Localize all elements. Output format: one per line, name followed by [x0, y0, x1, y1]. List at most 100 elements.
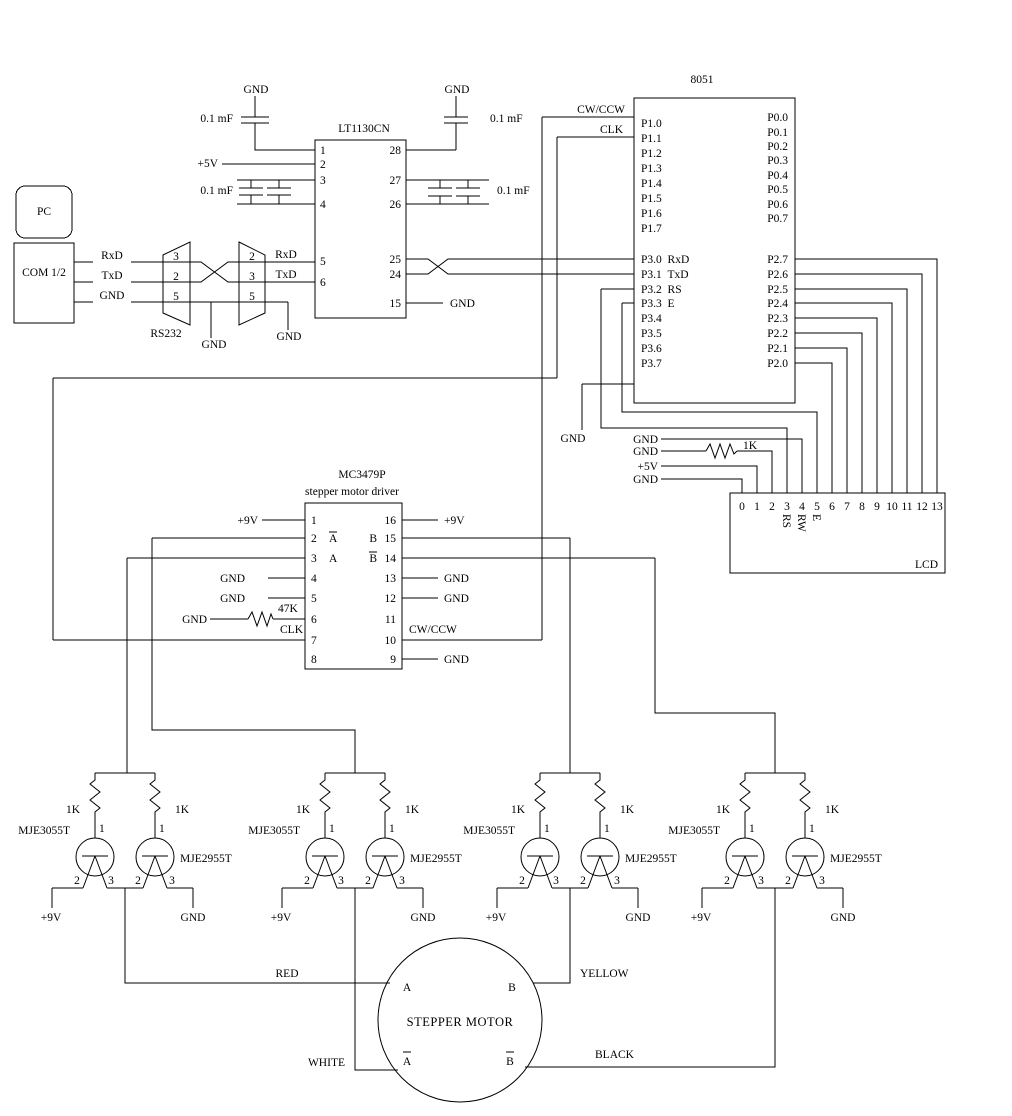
lcd-section: GND GND 1K +5V GND 0 1 2 3 4 5 6 7 8 9 1… [633, 434, 946, 574]
wire-yellow-label: YELLOW [580, 968, 629, 980]
lt1130-pin6: 6 [320, 277, 326, 289]
pair3-npn-label: MJE3055T [463, 825, 515, 837]
pair3-pin1b: 1 [604, 823, 610, 835]
lcd-gnd-contrast-label: GND [633, 446, 658, 458]
lt1130-mcu-crossover-wires [406, 258, 634, 275]
lt1130-pin2: 2 [320, 159, 326, 171]
driver-mc3479p-section: MC3479P stepper motor driver 1 2 3 4 5 6… [126, 469, 776, 773]
lcd-pin-1: 1 [754, 501, 760, 513]
pair2-r1-label: 1K [296, 804, 311, 816]
serial-wires [74, 261, 315, 338]
pair4-npn-label: MJE3055T [668, 825, 720, 837]
rs232-txd-label: TxD [275, 269, 296, 281]
wire-black-label: BLACK [595, 1049, 635, 1061]
driver-a-label: A [329, 553, 338, 565]
cap3-gnd-label: GND [445, 84, 470, 96]
driver-gnd-p5-label: GND [220, 593, 245, 605]
driver-pin12: 12 [385, 593, 397, 605]
pair3-r1-label: 1K [511, 804, 526, 816]
pair1-pin1b: 1 [159, 823, 165, 835]
lcd-gnd0-label: GND [633, 474, 658, 486]
conn2-pin3-label: 3 [249, 271, 255, 283]
motor-a-label: A [403, 982, 412, 994]
driver-pin13: 13 [385, 573, 397, 585]
pair4-resistors [739, 773, 811, 838]
conn1-pin3-label: 3 [173, 251, 179, 263]
pair3-pin3b: 3 [614, 875, 620, 887]
com-gnd-label: GND [100, 290, 125, 302]
mcu-p1-7: P1.7 [641, 223, 662, 235]
mcu-p3-3: P3.3 E [641, 298, 675, 310]
lt1130-pin27: 27 [390, 175, 402, 187]
lcd-pin-9: 9 [874, 501, 880, 513]
driver-pin4: 4 [311, 573, 317, 585]
lcd-pin-5: 5 [814, 501, 820, 513]
driver-gnd-p12-label: GND [444, 593, 469, 605]
pc-label: PC [37, 206, 51, 218]
lcd-pin-2: 2 [769, 501, 775, 513]
lcd-rs-label: RS [780, 514, 792, 528]
lcd-1k-label: 1K [743, 440, 758, 452]
driver-9v-left-label: +9V [237, 515, 258, 527]
mcu-p2-1: P2.1 [767, 343, 788, 355]
lt1130-pin1: 1 [320, 145, 326, 157]
wire-red-label: RED [276, 968, 299, 980]
driver-pin8: 8 [311, 654, 317, 666]
driver-gnd-p4-label: GND [220, 573, 245, 585]
mcu-p0-0: P0.0 [767, 112, 788, 124]
motor-b-label: B [508, 982, 516, 994]
pair4-pin1b: 1 [809, 823, 815, 835]
lcd-feed-wires [661, 438, 803, 493]
mcu-p3-4: P3.4 [641, 313, 662, 325]
pair2-pin3b: 3 [399, 875, 405, 887]
mcu-p3-6: P3.6 [641, 343, 662, 355]
motor-body [377, 937, 543, 1103]
mcu-8051-section: 8051 CW/CCW CLK P1.0 P1.1 P1.2 P1.3 P1.4… [52, 74, 938, 641]
pair3-pnp-label: MJE2955T [625, 853, 677, 865]
pair2-pin1a: 1 [329, 823, 335, 835]
pair1-resistors [89, 773, 161, 838]
pair3-pin2a: 2 [519, 875, 525, 887]
pair4-pin3b: 3 [819, 875, 825, 887]
pair2-pin3a: 3 [338, 875, 344, 887]
rs232-crossover-wires [190, 261, 239, 283]
pair1-pin1a: 1 [99, 823, 105, 835]
motor-phase-wires [124, 888, 776, 1071]
pair2-pnp-transistor [365, 837, 405, 877]
transistor-pair-a: 1K 1K MJE3055T MJE2955T 1 1 2 3 2 3 +9V … [18, 772, 232, 924]
rs232-connector-1 [162, 241, 191, 326]
driver-subtitle: stepper motor driver [305, 486, 399, 498]
rs232-rxd-label: RxD [275, 249, 297, 261]
driver-47k-resistor [247, 610, 274, 628]
driver-cwccw-label: CW/CCW [409, 624, 457, 636]
pair1-pin3a: 3 [108, 875, 114, 887]
mcu-p1-6: P1.6 [641, 208, 662, 220]
pair3-gnd-label: GND [626, 912, 651, 924]
pair4-pin2a: 2 [724, 875, 730, 887]
lt1130-section: LT1130CN 1 2 3 4 5 6 28 27 26 25 24 15 +… [197, 84, 634, 319]
rs232-gnd2-label: GND [277, 331, 302, 343]
lt1130-wires [222, 96, 489, 304]
lcd-pin-11: 11 [901, 501, 912, 513]
lt1130-pin4: 4 [320, 199, 326, 211]
pair1-pnp-label: MJE2955T [180, 853, 232, 865]
driver-pin15: 15 [385, 533, 397, 545]
pair2-npn-transistor [305, 837, 345, 877]
driver-bbar-label: B [369, 553, 377, 565]
lt1130-pin25: 25 [390, 254, 402, 266]
lcd-gnd-rw-label: GND [633, 434, 658, 446]
pair4-pnp-label: MJE2955T [830, 853, 882, 865]
driver-pin14: 14 [385, 553, 397, 565]
mcu-p3-7: P3.7 [641, 358, 662, 370]
pair3-pnp-transistor [580, 837, 620, 877]
pair2-pin1b: 1 [389, 823, 395, 835]
pair3-npn-transistor [520, 837, 560, 877]
lt1130-pin24: 24 [390, 269, 402, 281]
lcd-5v-label: +5V [637, 461, 658, 473]
mcu-p1-1: P1.1 [641, 133, 662, 145]
mcu-p0-7: P0.7 [767, 213, 788, 225]
lcd-box [729, 492, 946, 574]
pair1-transistor-internals [82, 855, 168, 889]
lcd-pin-4: 4 [799, 501, 805, 513]
conn1-pin5-label: 5 [173, 291, 179, 303]
